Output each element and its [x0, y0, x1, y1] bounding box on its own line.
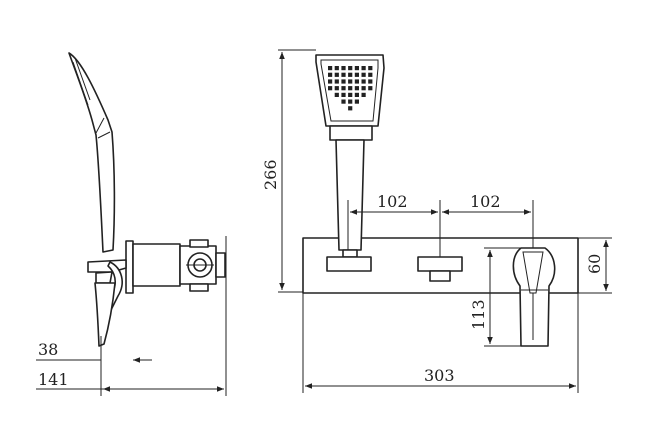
spray-nozzle	[348, 79, 353, 84]
front-cradle	[326, 256, 372, 272]
dimension-266: 266	[261, 52, 285, 290]
dimension-60: 60	[585, 240, 609, 291]
front-view: 266 102 102 60 113 303	[261, 49, 612, 393]
spray-nozzle	[328, 66, 333, 71]
spray-nozzle	[334, 72, 339, 77]
spray-nozzle	[354, 92, 359, 97]
spray-nozzle	[341, 72, 346, 77]
spray-nozzle	[354, 66, 359, 71]
dimension-266-label: 266	[261, 159, 280, 190]
spray-nozzle	[361, 66, 366, 71]
spray-nozzle	[348, 86, 353, 91]
spray-nozzle	[368, 72, 373, 77]
spray-nozzle	[348, 92, 353, 97]
spray-nozzle	[361, 86, 366, 91]
spray-nozzle	[361, 92, 366, 97]
spray-nozzle	[334, 92, 339, 97]
spray-nozzle	[341, 86, 346, 91]
front-lever-handle	[512, 247, 556, 347]
dimension-102-right-label: 102	[470, 192, 501, 211]
dimension-113-label: 113	[469, 299, 488, 330]
spray-nozzle	[334, 79, 339, 84]
spray-nozzle	[361, 72, 366, 77]
dimension-141-label: 141	[38, 370, 69, 389]
dimension-303-label: 303	[424, 366, 455, 385]
dimension-141: 141	[36, 370, 224, 392]
dimension-38-label: 38	[38, 340, 58, 359]
spray-nozzle	[328, 72, 333, 77]
spray-nozzle	[354, 99, 359, 104]
side-view: 38 141	[36, 52, 227, 396]
spray-nozzle	[334, 66, 339, 71]
dimension-113: 113	[469, 250, 493, 344]
side-valve-body	[132, 243, 181, 287]
side-diverter-knob	[179, 239, 226, 292]
side-wall-plate	[125, 240, 134, 294]
spray-nozzle	[341, 66, 346, 71]
dimension-38: 38	[36, 340, 152, 363]
spray-nozzle	[368, 66, 373, 71]
shower-spray-nozzles	[328, 66, 373, 111]
spray-nozzle	[348, 99, 353, 104]
spray-nozzle	[328, 79, 333, 84]
spray-nozzle	[348, 72, 353, 77]
dimension-102-right: 102	[442, 192, 531, 215]
spray-nozzle	[348, 66, 353, 71]
spray-nozzle	[334, 86, 339, 91]
spray-nozzle	[341, 99, 346, 104]
spray-nozzle	[341, 92, 346, 97]
spray-nozzle	[361, 79, 366, 84]
front-hand-shower	[315, 54, 385, 258]
spray-nozzle	[368, 79, 373, 84]
spray-nozzle	[354, 86, 359, 91]
dimension-60-label: 60	[585, 254, 604, 274]
spray-nozzle	[341, 79, 346, 84]
side-hose-grip	[94, 282, 116, 347]
side-hand-shower	[68, 52, 116, 253]
dimension-102-left: 102	[350, 192, 438, 215]
dimension-102-left-label: 102	[377, 192, 408, 211]
spray-nozzle	[354, 79, 359, 84]
spray-nozzle	[348, 106, 353, 111]
dimension-303: 303	[305, 366, 576, 389]
spray-nozzle	[328, 86, 333, 91]
spray-nozzle	[354, 72, 359, 77]
spray-nozzle	[368, 86, 373, 91]
